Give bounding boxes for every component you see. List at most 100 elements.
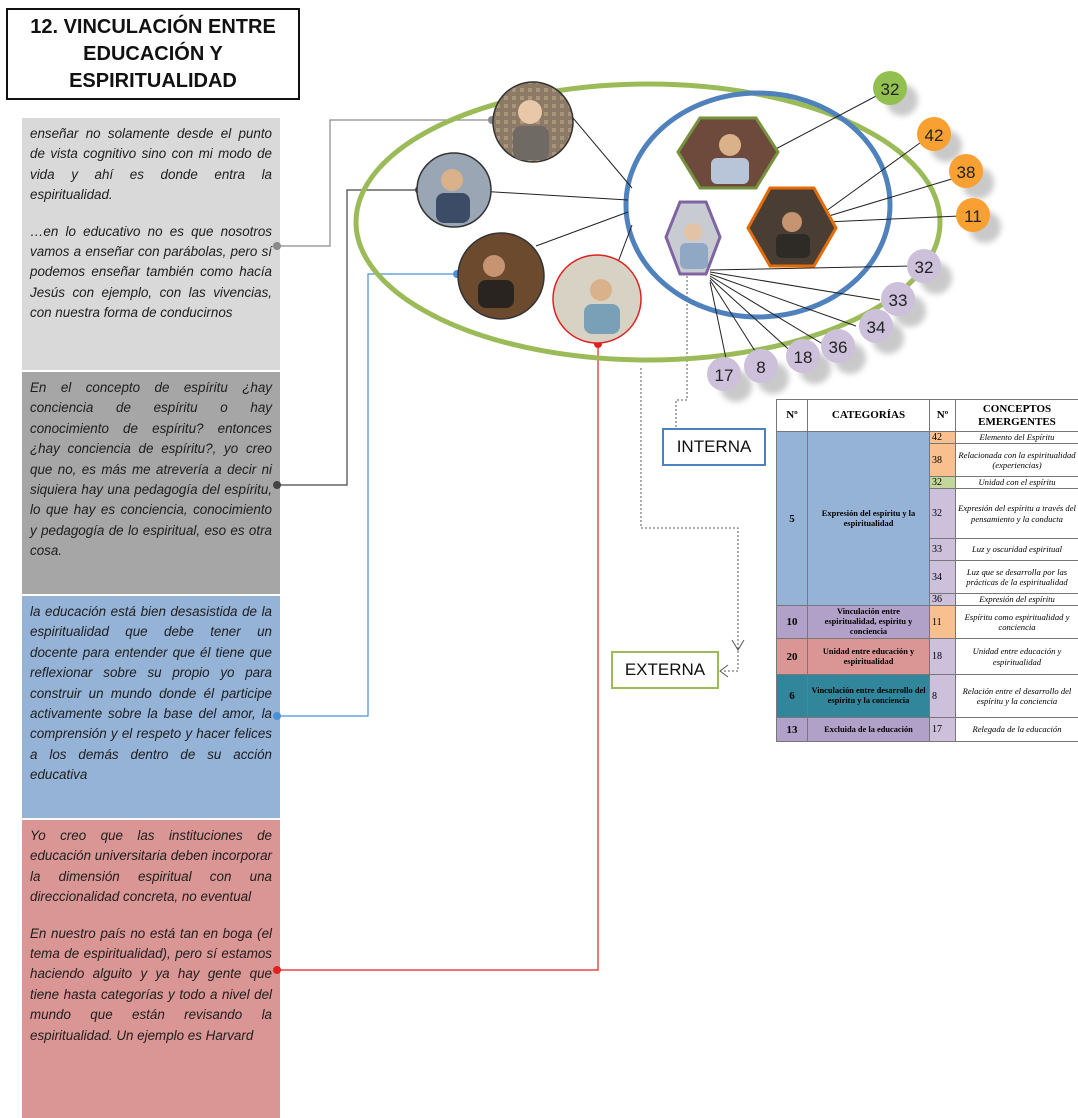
bubble-label: 38 (957, 163, 976, 182)
quote-4b: En nuestro país no está tan en boga (el … (30, 925, 272, 1043)
bubble-label: 34 (867, 318, 886, 337)
link-line (709, 275, 827, 347)
bubble-label: 11 (964, 207, 982, 226)
concept-text: Unidad con el espíritu (955, 476, 1078, 489)
dotted-arrow-interna (675, 272, 688, 428)
table-row: 33 Luz y oscuridad espiritual (777, 538, 1078, 561)
hex-photo-2 (746, 186, 838, 268)
bubble-8-lavender: 8 (744, 349, 778, 383)
quote-1b: …en lo educativo no es que nosotros vamo… (30, 223, 272, 321)
interna-label: INTERNA (662, 428, 766, 466)
dotted-arrow-externa (640, 368, 739, 672)
participant-photo-3 (457, 232, 545, 320)
externa-label: EXTERNA (611, 651, 719, 689)
link-line (821, 139, 925, 215)
connector-quote-4 (277, 344, 599, 971)
table-row: 13 Excluida de la educación 17 Relegada … (776, 717, 1078, 742)
concepts-table: Nº CATEGORÍAS Nº CONCEPTOS EMERGENTES 5 … (776, 399, 1078, 742)
link-line (709, 279, 763, 363)
hex-photo-3 (664, 200, 722, 276)
table-row: 5 Expresión del espíritu y la espiritual… (776, 431, 1078, 606)
bubble-label: 42 (925, 126, 944, 145)
bubble-38-orange: 38 (949, 154, 983, 188)
connector-dot (273, 966, 281, 974)
table-row: 10 Vinculación entre espiritualidad, esp… (776, 605, 1078, 639)
header-categories: CATEGORÍAS (807, 399, 930, 432)
bubble-32-lavender: 32 (907, 249, 941, 283)
concept-text: Elemento del Espíritu (955, 431, 1078, 444)
group-num: 6 (776, 674, 808, 718)
concept-num: 36 (929, 593, 956, 606)
quote-block-3: la educación está bien desasistida de la… (22, 596, 280, 818)
concept-text: Luz y oscuridad espiritual (955, 538, 1078, 561)
link-line (572, 117, 633, 189)
link-line (535, 211, 629, 247)
group-num: 13 (776, 717, 808, 742)
bubble-18-lavender: 18 (786, 339, 820, 373)
hex-photo-1 (676, 116, 780, 190)
outer-ellipse (353, 81, 943, 363)
link-line (709, 265, 913, 271)
group-category: Expresión del espíritu y la espiritualid… (807, 431, 930, 606)
concept-num: 32 (929, 488, 956, 539)
group-num: 20 (776, 638, 808, 675)
bubble-label: 8 (756, 358, 765, 377)
group-category: Excluida de la educación (807, 717, 930, 742)
quote-block-4: Yo creo que las instituciones de educaci… (22, 820, 280, 1118)
link-line (821, 177, 956, 219)
connector-quote-1 (277, 119, 492, 247)
group-category: Vinculación entre espiritualidad, espíri… (807, 605, 930, 639)
connector-dot (273, 481, 281, 489)
header-concepts: CONCEPTOS EMERGENTES (955, 399, 1078, 432)
participant-photo-4 (552, 254, 642, 344)
bubble-label: 36 (829, 338, 848, 357)
table-row: 20 Unidad entre educación y espiritualid… (776, 638, 1078, 675)
concept-num: 33 (929, 538, 956, 561)
link-line (709, 277, 797, 357)
concept-text: Espíritu como espiritualidad y concienci… (955, 605, 1078, 639)
concept-text: Expresión del espíritu (955, 593, 1078, 606)
bubble-17-lavender: 17 (707, 357, 741, 391)
bubble-label: 32 (915, 258, 934, 277)
concept-num: 42 (929, 431, 956, 444)
quote-4a: Yo creo que las instituciones de educaci… (30, 828, 272, 905)
concept-num: 17 (929, 717, 956, 742)
table-row: 36 Expresión del espíritu (777, 593, 1078, 606)
connector-quote-2 (277, 189, 419, 486)
connector-quote-3 (277, 273, 457, 717)
bubble-label: 33 (889, 291, 908, 310)
arrow-head (731, 639, 745, 651)
quote-block-1: enseñar no solamente desde el punto de v… (22, 118, 280, 370)
quote-3: la educación está bien desasistida de la… (30, 604, 272, 783)
concept-text: Relación entre el desarrollo del espírit… (955, 674, 1078, 718)
diagram-title: 12. VINCULACIÓN ENTRE EDUCACIÓN Y ESPIRI… (6, 8, 300, 100)
header-num-2: Nº (929, 399, 956, 432)
concept-text: Relegada de la educación (955, 717, 1078, 742)
externa-text: EXTERNA (624, 660, 706, 679)
participant-photo-2 (416, 152, 492, 228)
bubble-34-lavender: 34 (859, 309, 893, 343)
inner-ellipse (623, 90, 893, 320)
concept-num: 8 (929, 674, 956, 718)
concept-text: Luz que se desarrolla por las prácticas … (955, 560, 1078, 594)
link-line (709, 281, 729, 369)
bubble-label: 17 (715, 366, 734, 385)
bubble-42-orange: 42 (917, 117, 951, 151)
table-row: 6 Vinculación entre desarrollo del espír… (776, 674, 1078, 718)
connector-dot (273, 712, 281, 720)
bubble-label: 32 (881, 80, 900, 99)
link-line (769, 93, 881, 153)
group-num: 5 (776, 431, 808, 606)
group-num: 10 (776, 605, 808, 639)
concept-num: 34 (929, 560, 956, 594)
concept-num: 32 (929, 476, 956, 489)
bubble-32-green: 32 (873, 71, 907, 105)
link-line (825, 215, 961, 223)
link-line (709, 271, 881, 301)
quote-1a: enseñar no solamente desde el punto de v… (30, 126, 272, 203)
group-category: Vinculación entre desarrollo del espírit… (807, 674, 930, 718)
title-text: 12. VINCULACIÓN ENTRE EDUCACIÓN Y ESPIRI… (30, 15, 276, 92)
quote-block-2: En el concepto de espíritu ¿hay concienc… (22, 372, 280, 594)
concept-num: 38 (929, 443, 956, 477)
